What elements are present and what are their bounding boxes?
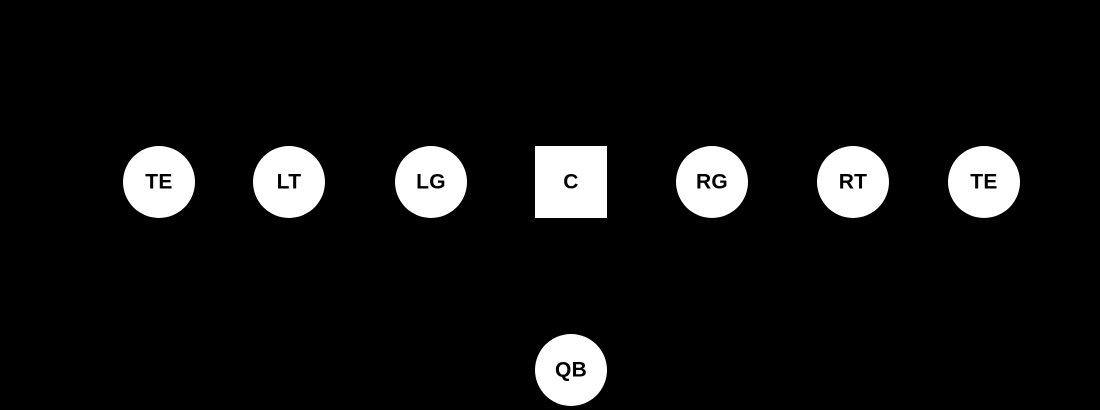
- player-marker-qb[interactable]: QB: [535, 334, 607, 406]
- player-marker-rt[interactable]: RT: [817, 146, 889, 218]
- player-label-lg: LG: [416, 170, 446, 193]
- player-marker-lg[interactable]: LG: [395, 146, 467, 218]
- player-label-rt: RT: [838, 170, 868, 193]
- player-marker-lt[interactable]: LT: [253, 146, 325, 218]
- player-label-lt: LT: [276, 170, 302, 193]
- player-marker-rg[interactable]: RG: [676, 146, 748, 218]
- player-marker-te-left[interactable]: TE: [123, 146, 195, 218]
- player-label-te-right: TE: [970, 170, 998, 193]
- player-label-center: C: [563, 170, 579, 193]
- player-label-qb: QB: [554, 358, 588, 381]
- player-marker-te-right[interactable]: TE: [948, 146, 1020, 218]
- player-label-rg: RG: [695, 170, 729, 193]
- player-label-te-left: TE: [145, 170, 173, 193]
- player-marker-center[interactable]: C: [535, 146, 607, 218]
